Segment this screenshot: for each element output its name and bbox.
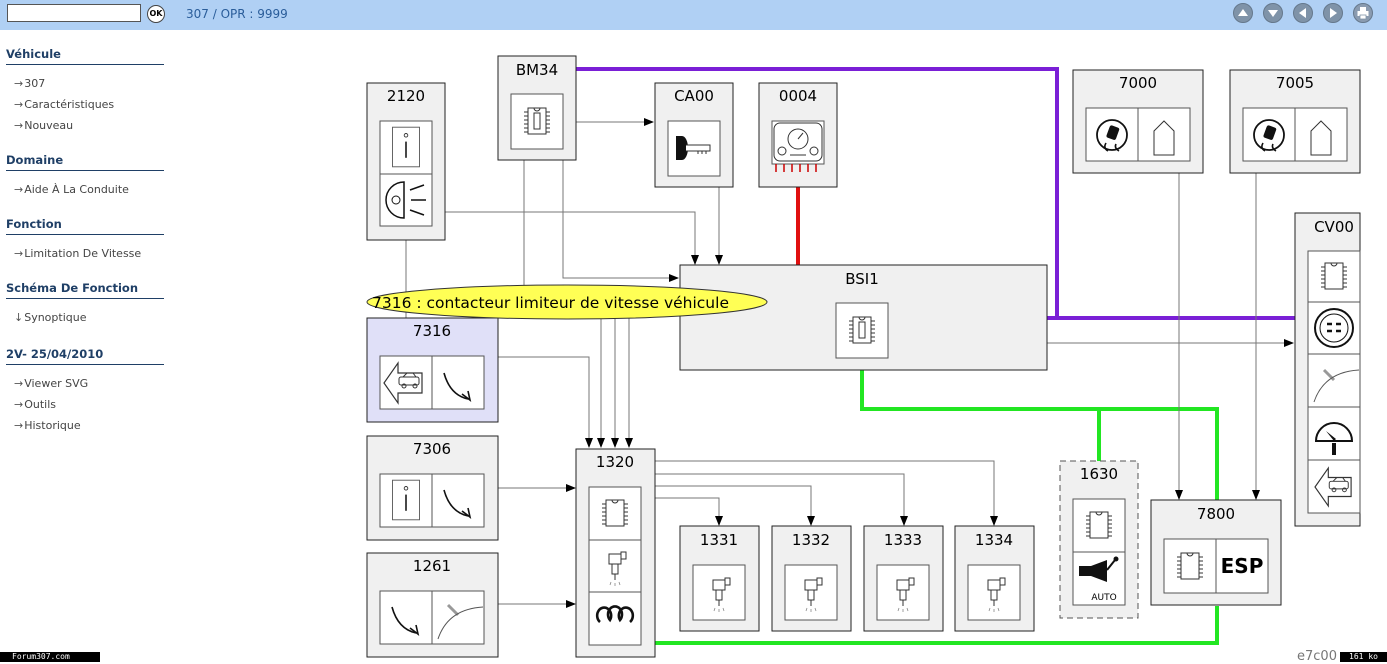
component-1331[interactable]: 1331 bbox=[679, 525, 760, 632]
arrow-down-icon[interactable] bbox=[1263, 3, 1283, 23]
svg-text:BSI1: BSI1 bbox=[845, 270, 879, 288]
svg-text:7000: 7000 bbox=[1119, 74, 1157, 92]
component-7005[interactable]: 7005 bbox=[1229, 69, 1361, 174]
sidebar-item-viewer-svg[interactable]: →Viewer SVG bbox=[14, 377, 89, 390]
sidebar-section-schema: Schéma De Fonction bbox=[6, 281, 139, 295]
svg-text:BM34: BM34 bbox=[516, 61, 558, 79]
svg-text:1261: 1261 bbox=[413, 557, 451, 575]
dashboard-icon bbox=[773, 122, 823, 162]
component-1334[interactable]: 1334 bbox=[954, 525, 1035, 632]
ok-button[interactable]: OK bbox=[147, 5, 165, 23]
headlight-icon bbox=[385, 181, 426, 219]
svg-text:CV00: CV00 bbox=[1314, 218, 1354, 236]
component-7306[interactable]: 7306 bbox=[366, 435, 499, 541]
search-input[interactable] bbox=[7, 4, 141, 22]
chip-icon bbox=[523, 107, 551, 135]
svg-text:CA00: CA00 bbox=[674, 87, 714, 105]
sidebar-item-caracteristiques[interactable]: →Caractéristiques bbox=[14, 98, 115, 111]
svg-text:7316 : contacteur limiteur de: 7316 : contacteur limiteur de vitesse vé… bbox=[372, 294, 729, 312]
component-bsi1[interactable]: BSI1 bbox=[679, 264, 1048, 371]
svg-text:7800: 7800 bbox=[1197, 505, 1235, 523]
sidebar-item-outils[interactable]: →Outils bbox=[14, 398, 57, 411]
component-7000[interactable]: 7000 bbox=[1072, 69, 1204, 174]
skid-icon bbox=[1096, 119, 1128, 152]
sidebar-item-synoptique[interactable]: ↓Synoptique bbox=[14, 311, 87, 324]
lever-icon bbox=[437, 603, 484, 640]
component-ca00[interactable]: CA00 bbox=[654, 82, 734, 188]
footer-size-label: 161 ko bbox=[1340, 652, 1387, 662]
footer-site-label: Forum307.com bbox=[0, 652, 100, 662]
breadcrumb: 307 / OPR : 9999 bbox=[186, 7, 288, 21]
svg-text:7306: 7306 bbox=[413, 440, 451, 458]
sidebar-divider bbox=[6, 364, 164, 365]
component-1320[interactable]: 1320 bbox=[575, 448, 656, 658]
svg-text:AUTO: AUTO bbox=[1091, 593, 1116, 603]
component-cv00[interactable]: CV00 bbox=[1294, 212, 1361, 527]
sidebar-divider bbox=[6, 234, 164, 235]
sidebar-item-historique[interactable]: →Historique bbox=[14, 419, 81, 432]
gearbox-icon bbox=[1079, 556, 1119, 582]
chip-icon bbox=[1176, 552, 1204, 580]
svg-text:1333: 1333 bbox=[884, 531, 922, 549]
chip-icon bbox=[1320, 262, 1348, 290]
wire-thin bbox=[405, 118, 1294, 608]
footer-diagram-code: e7c00 bbox=[1297, 649, 1337, 664]
component-1332[interactable]: 1332 bbox=[771, 525, 852, 632]
skid-icon bbox=[1253, 119, 1285, 152]
svg-text:1320: 1320 bbox=[596, 453, 634, 471]
svg-text:0004: 0004 bbox=[779, 87, 817, 105]
svg-text:7316: 7316 bbox=[413, 322, 451, 340]
chip-icon bbox=[1085, 511, 1113, 539]
sidebar-item-nouveau[interactable]: →Nouveau bbox=[14, 119, 74, 132]
component-1261[interactable]: 1261 bbox=[366, 552, 499, 658]
sidebar-divider bbox=[6, 298, 164, 299]
sidebar-item-307[interactable]: →307 bbox=[14, 77, 46, 90]
component-1630[interactable]: 1630 AUTO bbox=[1059, 460, 1139, 619]
arrow-left-icon[interactable] bbox=[1293, 3, 1313, 23]
arrow-right-icon[interactable] bbox=[1323, 3, 1343, 23]
chip-icon bbox=[601, 499, 629, 527]
svg-text:1332: 1332 bbox=[792, 531, 830, 549]
lever-icon bbox=[1313, 368, 1360, 403]
component-bm34[interactable]: BM34 bbox=[497, 55, 577, 161]
sidebar-section-vehicule: Véhicule bbox=[6, 47, 61, 61]
component-0004[interactable]: 0004 bbox=[758, 82, 838, 188]
wire-green bbox=[655, 370, 1219, 645]
esp-icon: ESP bbox=[1221, 554, 1264, 578]
svg-text:1334: 1334 bbox=[975, 531, 1013, 549]
component-2120[interactable]: 2120 bbox=[366, 82, 446, 241]
component-7800[interactable]: 7800 ESP bbox=[1150, 499, 1282, 606]
sidebar-item-aide-conduite[interactable]: →Aide À La Conduite bbox=[14, 183, 129, 196]
top-toolbar: OK 307 / OPR : 9999 bbox=[0, 0, 1387, 30]
sidebar-divider bbox=[6, 64, 164, 65]
component-7316[interactable]: 7316 bbox=[366, 317, 499, 423]
tooltip: 7316 : contacteur limiteur de vitesse vé… bbox=[366, 284, 768, 320]
svg-text:2120: 2120 bbox=[387, 87, 425, 105]
wire-purple bbox=[576, 67, 1295, 320]
sidebar-item-limitation-vitesse[interactable]: →Limitation De Vitesse bbox=[14, 247, 142, 260]
arrow-up-icon[interactable] bbox=[1233, 3, 1253, 23]
svg-text:1331: 1331 bbox=[700, 531, 738, 549]
component-1333[interactable]: 1333 bbox=[863, 525, 944, 632]
sidebar-divider bbox=[6, 170, 164, 171]
sidebar-section-version: 2V- 25/04/2010 bbox=[6, 347, 104, 361]
printer-icon[interactable] bbox=[1353, 3, 1373, 23]
sidebar-section-domaine: Domaine bbox=[6, 153, 64, 167]
svg-text:7005: 7005 bbox=[1276, 74, 1314, 92]
gauge-icon bbox=[1314, 422, 1354, 455]
key-icon bbox=[676, 136, 711, 160]
sidebar-section-fonction: Fonction bbox=[6, 217, 62, 231]
steering-wheel-icon bbox=[1314, 308, 1354, 348]
chip-icon bbox=[848, 316, 876, 344]
svg-text:1630: 1630 bbox=[1080, 465, 1118, 483]
